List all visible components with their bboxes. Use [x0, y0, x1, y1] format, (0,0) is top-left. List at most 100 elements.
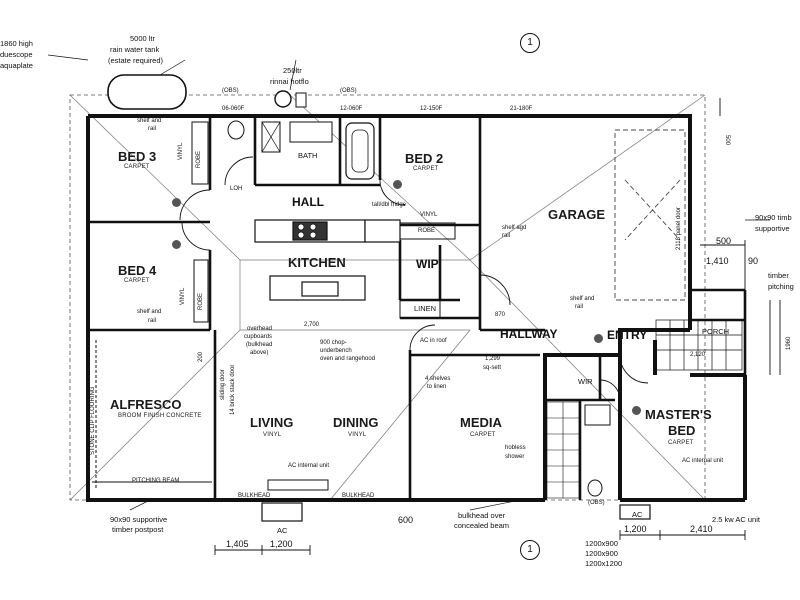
window-size-3: 1200x1200 [585, 559, 623, 568]
room-masters-floor: CARPET [668, 440, 694, 446]
overhead-note-2: cupboards [244, 334, 273, 340]
top-code-4: 12-060F [340, 106, 363, 112]
robe-label-bed4: ROBE [198, 292, 204, 310]
right-support-1: 90x90 timb [755, 213, 792, 222]
obs-label-right: (OBS) [588, 500, 605, 506]
rail-label-bed2: rail [575, 304, 584, 310]
ac-unit-note: 2.5 kw AC unit [712, 515, 760, 524]
garage-door-label: 2118 panel door [676, 207, 682, 250]
top-code-3: (OBS) [340, 88, 357, 94]
room-bed2-floor: CARPET [413, 166, 439, 172]
section-marker-top: 1 [520, 33, 540, 53]
hotflo-note-1: 250ltr [283, 66, 302, 75]
pitching-beam-label: PITCHING BEAM [132, 478, 180, 484]
right-support-2: supportive [755, 224, 790, 233]
light-marker-entry [594, 334, 603, 343]
light-marker-hall [393, 180, 402, 189]
dim-870: 870 [495, 312, 506, 318]
timber-note-2: pitching [768, 282, 794, 291]
window-size-1: 1200x900 [585, 539, 618, 548]
fridge-label: tall/dbl fridge [372, 202, 407, 208]
ac-internal-label-2: AC internal unit [682, 458, 724, 464]
room-porch-label: PORCH [702, 327, 730, 336]
shelf-agd-label: shelf agd [502, 225, 527, 231]
room-media-floor: CARPET [470, 432, 496, 438]
tank-desc-note: rain water tank [110, 45, 160, 54]
dim-2120: 2,120 [690, 352, 706, 358]
light-marker-bed4 [172, 240, 181, 249]
room-bed2-label: BED 2 [405, 151, 444, 166]
room-dining-label: DINING [333, 415, 379, 430]
rail-label-bed4: rail [148, 318, 157, 324]
top-code-5: 12-150F [420, 106, 443, 112]
hotflo-note-2: rinnai hotflo [270, 77, 309, 86]
room-alfresco-floor-1: BROOM FINISH CONCRETE [118, 413, 202, 419]
loh-label: LOH [230, 186, 243, 192]
tank-material-note: duescope [0, 50, 33, 59]
chop-note-3: oven and rangehood [320, 356, 376, 362]
ac-label-left: AC [277, 526, 288, 535]
room-wip-label: WIP [416, 257, 439, 271]
room-living-label: LIVING [250, 415, 294, 430]
dim-2410: 2,410 [690, 524, 713, 534]
room-masters-label-1: MASTER'S [645, 407, 712, 422]
shelf-label-bed4: shelf and [137, 309, 162, 315]
alfresco-vert-label: STONE CLIP FLOORING [90, 386, 96, 455]
room-hallway-label: HALLWAY [500, 327, 558, 341]
tank-aquaplate-note: aquaplate [0, 61, 33, 70]
bulkhead-beam-1: bulkhead over [458, 511, 506, 520]
room-bath-label: BATH [298, 151, 318, 160]
chop-note-2: underbench [320, 348, 352, 354]
tank-size-note: 5000 ltr [130, 34, 156, 43]
room-masters-label-2: BED [668, 423, 696, 438]
room-media-label: MEDIA [460, 415, 502, 430]
ac-label-right: AC [632, 510, 643, 519]
shelf-label-bed2: shelf and [570, 296, 595, 302]
room-bed4-floor: CARPET [124, 278, 150, 284]
window-size-2: 1200x900 [585, 549, 618, 558]
room-dining-floor: VINYL [348, 432, 367, 438]
overhead-note-3: (bulkhead [246, 342, 273, 348]
dim-200: 200 [198, 351, 204, 362]
hobless-note-1: hobless [505, 445, 526, 451]
overhead-note-1: overhead [247, 326, 273, 332]
vinyl-label-bed4: VINYL [180, 287, 186, 305]
ac-internal-label-1: AC internal unit [288, 463, 330, 469]
room-linen-label: LINEN [414, 304, 437, 313]
room-bed3-floor: CARPET [124, 164, 150, 170]
bulkhead-label-2: BULKHEAD [342, 493, 375, 499]
room-bed4-label: BED 4 [118, 263, 157, 278]
stack-door-label: 14 brick stack door [230, 364, 236, 415]
room-entry-label: ENTRY [607, 328, 648, 342]
sq-sett-label: sq-sett [483, 365, 502, 371]
overhead-note-4: above) [250, 350, 269, 356]
room-garage-label: GARAGE [548, 207, 606, 222]
support-note-2: timber postpost [112, 525, 164, 534]
section-marker-bottom: 1 [520, 540, 540, 560]
shelf-agd-rail: rail [502, 233, 511, 239]
robe-label-bed3: ROBE [196, 150, 202, 168]
dim-1299: 1,299 [485, 356, 501, 362]
shelves-note-1: 4 shelves [425, 376, 451, 382]
top-code-6: 21-180F [510, 106, 533, 112]
dim-1200-right: 1,200 [624, 524, 647, 534]
timber-note-1: timber [768, 271, 789, 280]
bulkhead-beam-2: concealed beam [454, 521, 510, 530]
top-code-2: 06-060F [222, 106, 245, 112]
vinyl-label-bed3: VINYL [178, 142, 184, 160]
dim-600: 600 [398, 515, 414, 525]
dim-90: 90 [748, 256, 759, 266]
light-marker-master [632, 406, 641, 415]
bulkhead-label-1: BULKHEAD [238, 493, 271, 499]
room-bed3-label: BED 3 [118, 149, 157, 164]
top-code-1: (OBS) [222, 88, 239, 94]
light-marker-bed3 [172, 198, 181, 207]
shelves-note-2: to linen [427, 384, 447, 390]
hobless-note-2: shower [505, 454, 525, 460]
tank-estate-note: (estate required) [108, 56, 164, 65]
shelf-label-bed3: shelf and [137, 118, 162, 124]
vinyl-label-bed2: VINYL [420, 212, 438, 218]
rail-label-bed3: rail [148, 126, 157, 132]
robe-label-bed2: ROBE [418, 228, 436, 234]
room-kitchen-label: KITCHEN [288, 255, 346, 270]
